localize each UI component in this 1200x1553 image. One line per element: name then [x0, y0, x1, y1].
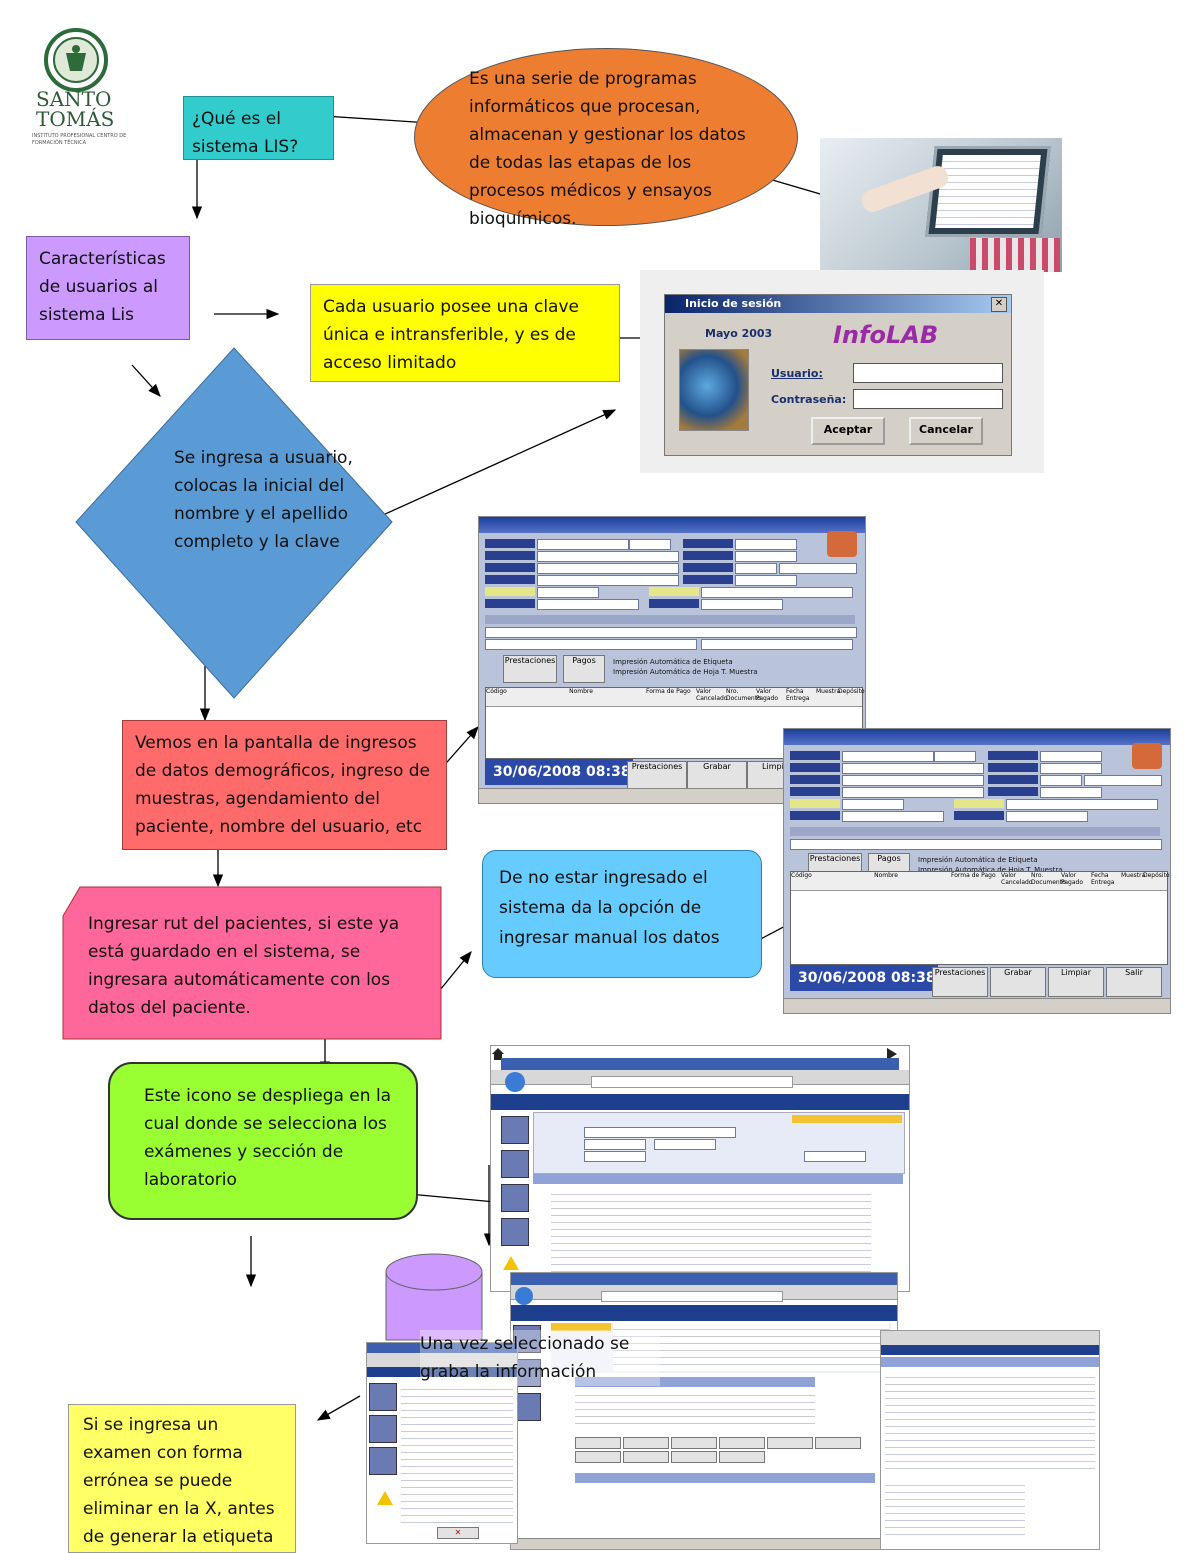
- sidebar-icon-2[interactable]: [501, 1150, 529, 1178]
- results-list[interactable]: [885, 1371, 1095, 1471]
- patient-summary: [551, 1323, 891, 1373]
- exam-selection-list[interactable]: [401, 1383, 513, 1523]
- node-que-es-lis: ¿Qué es el sistema LIS?: [183, 96, 334, 160]
- back-button-icon[interactable]: [505, 1072, 525, 1092]
- monitor-icon: [925, 146, 1051, 237]
- home-icon: [491, 1046, 505, 1060]
- node-definicion-ellipse: Es una serie de programas informáticos q…: [414, 48, 798, 229]
- login-password-label: Contraseña:: [771, 393, 847, 406]
- node-definicion-text: Es una serie de programas informáticos q…: [469, 69, 746, 229]
- warning-icon: [377, 1491, 393, 1505]
- login-image: [679, 349, 749, 431]
- browser-screenshot-1: [490, 1045, 910, 1292]
- persons-icon: [827, 531, 857, 557]
- node-clave-text: Cada usuario posee una clave única e int…: [323, 297, 579, 373]
- arrow-rut-to-noingresado: [439, 950, 472, 991]
- node-no-ingresado-text: De no estar ingresado el sistema da la o…: [499, 868, 720, 948]
- admission-status-bar: [479, 788, 865, 803]
- arrow-to-erroneo: [316, 1395, 361, 1421]
- logo-line2: TOMÁS: [36, 107, 115, 131]
- prestaciones-small-button[interactable]: Prestaciones: [503, 655, 557, 683]
- node-graba-text: Una vez seleccionado se graba la informa…: [420, 1330, 660, 1386]
- sidebar-icon-2[interactable]: [369, 1415, 397, 1443]
- node-que-es-lis-text: ¿Qué es el sistema LIS?: [192, 109, 299, 157]
- prestaciones-button[interactable]: Prestaciones: [932, 967, 988, 997]
- seal-icon: [44, 28, 108, 92]
- warning-icon: [503, 1256, 519, 1270]
- lab-photo: [820, 138, 1062, 272]
- browser-screenshot-4: ✕: [366, 1342, 518, 1544]
- sidebar-icon-3[interactable]: [369, 1447, 397, 1475]
- login-close-button[interactable]: ✕: [991, 297, 1007, 312]
- browser-screenshot-2: [510, 1272, 898, 1550]
- grabar-button[interactable]: Grabar: [687, 761, 747, 789]
- login-app-name: InfoLAB: [833, 321, 939, 349]
- node-erroneo: Si se ingresa un examen con forma erróne…: [68, 1404, 296, 1553]
- persons-icon: [1132, 743, 1162, 769]
- admission-status-bar: [784, 998, 1170, 1013]
- node-caracteristicas-text: Características de usuarios al sistema L…: [39, 249, 166, 325]
- node-ingreso-text: Se ingresa a usuario, colocas la inicial…: [174, 448, 353, 552]
- sidebar-icon-1[interactable]: [369, 1383, 397, 1411]
- action-buttons[interactable]: [575, 1437, 875, 1467]
- login-date: Mayo 2003: [705, 327, 773, 340]
- limpiar-button[interactable]: Limpiar: [1048, 967, 1104, 997]
- salir-button[interactable]: Salir: [1106, 967, 1162, 997]
- login-title: Inicio de sesión: [685, 297, 782, 310]
- sidebar-icon-3[interactable]: [501, 1184, 529, 1212]
- node-no-ingresado: De no estar ingresado el sistema da la o…: [482, 850, 762, 978]
- delete-x-button[interactable]: ✕: [437, 1527, 479, 1539]
- login-cancel-button[interactable]: Cancelar: [909, 417, 983, 445]
- login-screenshot: Inicio de sesión ✕ Mayo 2003 InfoLAB Usu…: [640, 270, 1044, 473]
- admission-datetime: 30/06/2008 08:38: [790, 965, 938, 991]
- auto-print-checks[interactable]: Impresión Automática de Etiqueta Impresi…: [613, 658, 758, 676]
- node-pantalla: Vemos en la pantalla de ingresos de dato…: [122, 720, 447, 850]
- back-button-icon[interactable]: [515, 1287, 533, 1305]
- node-icono-text: Este icono se despliega en la cual donde…: [144, 1086, 392, 1190]
- login-user-input[interactable]: [853, 363, 1003, 383]
- selected-exams-table[interactable]: [575, 1389, 815, 1429]
- login-user-label: Usuario:: [771, 367, 823, 380]
- admission-title-bar: [479, 517, 865, 533]
- logo-line1: SANTO: [36, 87, 112, 111]
- next-arrow-icon: [887, 1048, 897, 1060]
- browser-screenshot-3: [880, 1330, 1100, 1550]
- test-tubes: [970, 238, 1060, 272]
- admission-screenshot-2: Prestaciones Pagos Impresión Automática …: [783, 728, 1171, 1014]
- santo-tomas-logo: SANTO TOMÁS INSTITUTO PROFESIONAL CENTRO…: [22, 25, 126, 155]
- node-erroneo-text: Si se ingresa un examen con forma erróne…: [83, 1415, 275, 1547]
- login-window: Inicio de sesión ✕ Mayo 2003 InfoLAB Usu…: [664, 294, 1012, 456]
- exam-list[interactable]: [551, 1188, 871, 1274]
- admission-datetime: 30/06/2008 08:38: [485, 759, 633, 785]
- node-ingreso-diamond: [75, 347, 393, 699]
- auto-print-checks[interactable]: Impresión Automática de Etiqueta Impresi…: [918, 856, 1063, 874]
- prestaciones-grid[interactable]: Código Nombre Forma de Pago Valor Cancel…: [790, 871, 1170, 965]
- login-password-input[interactable]: [853, 389, 1003, 409]
- grabar-button[interactable]: Grabar: [990, 967, 1046, 997]
- arrow-caract-to-ingreso: [131, 364, 161, 397]
- node-icono: Este icono se despliega en la cual donde…: [108, 1062, 418, 1220]
- sidebar-icon-1[interactable]: [501, 1116, 529, 1144]
- address-bar[interactable]: [601, 1291, 783, 1302]
- sidebar-icon-4[interactable]: [501, 1218, 529, 1246]
- address-bar[interactable]: [591, 1076, 793, 1088]
- logo-sub: INSTITUTO PROFESIONAL CENTRO DE FORMACIÓ…: [32, 133, 127, 146]
- database-cylinder-icon: [385, 1253, 483, 1341]
- login-accept-button[interactable]: Aceptar: [811, 417, 885, 445]
- pagos-small-button[interactable]: Pagos: [563, 655, 605, 683]
- node-clave: Cada usuario posee una clave única e int…: [310, 284, 620, 382]
- node-rut-shape: [62, 886, 442, 1040]
- node-rut-text: Ingresar rut del pacientes, si este ya e…: [88, 914, 400, 1018]
- arrow-ingreso-to-login: [371, 409, 617, 521]
- node-pantalla-text: Vemos en la pantalla de ingresos de dato…: [135, 733, 430, 837]
- patient-form[interactable]: [533, 1112, 905, 1174]
- node-caracteristicas: Características de usuarios al sistema L…: [26, 236, 190, 340]
- prestaciones-button[interactable]: Prestaciones: [627, 761, 687, 789]
